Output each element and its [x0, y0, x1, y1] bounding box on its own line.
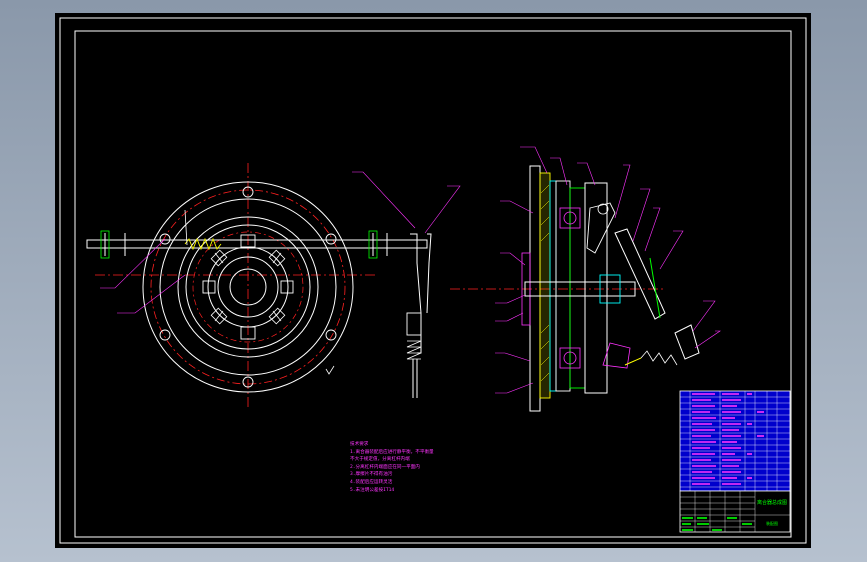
technical-note-line: 不大于规定值，分离杠杆内端 [350, 457, 410, 463]
release-lever [202, 280, 216, 294]
title-block-grid [680, 491, 790, 532]
section-view [450, 146, 721, 412]
lever-pivot [597, 203, 609, 215]
bolt-hole [242, 186, 254, 198]
bolt-hole [242, 376, 254, 388]
friction-disc [549, 180, 557, 392]
return-spring [184, 237, 222, 251]
flywheel-section [529, 165, 541, 412]
section-hatching [540, 184, 550, 382]
shaft-bore [229, 268, 267, 306]
fork-rod-end [674, 324, 700, 360]
parts-list-grid [680, 391, 790, 491]
pressure-springs [210, 249, 286, 325]
pressure-plate-ring [159, 198, 337, 376]
spring-pitch-circle [192, 231, 304, 343]
bolt-hole [325, 329, 337, 341]
technical-notes-title: 技术要求 [350, 442, 369, 447]
lever-rod-end [406, 312, 422, 336]
intermediate-plate [569, 187, 586, 389]
title-block-entries [682, 517, 752, 531]
clutch-cover [584, 182, 608, 394]
hub-inner-ring [217, 256, 279, 318]
surface-finish-symbol [325, 365, 335, 375]
technical-note-line: 4.装配后应运转灵活 [350, 479, 393, 485]
leader-lines-section [495, 146, 721, 394]
fork-push-rod [624, 357, 642, 366]
leader-lines-front [100, 171, 461, 314]
release-lever-arm-edge [426, 233, 432, 314]
flywheel-outer-ring [142, 181, 354, 393]
drawing-sub-caption: 装配图 [766, 520, 778, 526]
release-lever [240, 234, 256, 248]
drawing-sheet: 离合器总成图 装配图 技术要求 1.离合器装配后应进行静平衡，不平衡量 不大于规… [55, 13, 811, 548]
inner-frame [74, 30, 792, 538]
drawing-name: 离合器总成图 [757, 499, 787, 506]
bearing-block [368, 230, 378, 259]
bolt-circle [150, 189, 346, 385]
parts-list: 离合器总成图 装配图 [679, 390, 791, 533]
technical-note-line: 2.分离杠杆内端面应在同一平面内 [350, 464, 420, 470]
front-view [86, 163, 461, 408]
fork-guide [649, 257, 661, 319]
outer-frame [59, 17, 807, 544]
adjusting-spring-seat [602, 342, 631, 369]
bearing-block [100, 230, 110, 259]
fork-boot-bellows [640, 350, 678, 366]
flywheel-hub [521, 252, 531, 326]
input-shaft [524, 281, 636, 297]
release-lever [280, 280, 294, 294]
section-springs [559, 207, 581, 369]
technical-note-line: 5.未注明公差按IT14 [350, 487, 395, 493]
bolt-hole [159, 329, 171, 341]
parts-list-table [679, 390, 791, 492]
release-fork [614, 228, 666, 320]
release-lever [240, 326, 256, 340]
boot-bellows [406, 340, 422, 360]
cad-drawing-canvas: 离合器总成图 装配图 [59, 17, 807, 544]
release-bearing [599, 274, 621, 304]
technical-note-line: 3.摩擦片不得有油污 [350, 472, 393, 478]
technical-notes: 技术要求 1.离合器装配后应进行静平衡，不平衡量 不大于规定值，分离杠杆内端 2… [350, 441, 460, 494]
release-shaft [86, 239, 428, 249]
bolt-hole [325, 233, 337, 245]
technical-note-line: 1.离合器装配后应进行静平衡，不平衡量 [350, 449, 434, 455]
cover-ring [177, 216, 319, 358]
release-lever-section [586, 202, 616, 254]
parts-list-entries [692, 393, 764, 485]
title-block [679, 490, 791, 533]
bolt-hole [159, 233, 171, 245]
spring-hook [184, 209, 188, 246]
cover-inner-ring [185, 224, 311, 350]
